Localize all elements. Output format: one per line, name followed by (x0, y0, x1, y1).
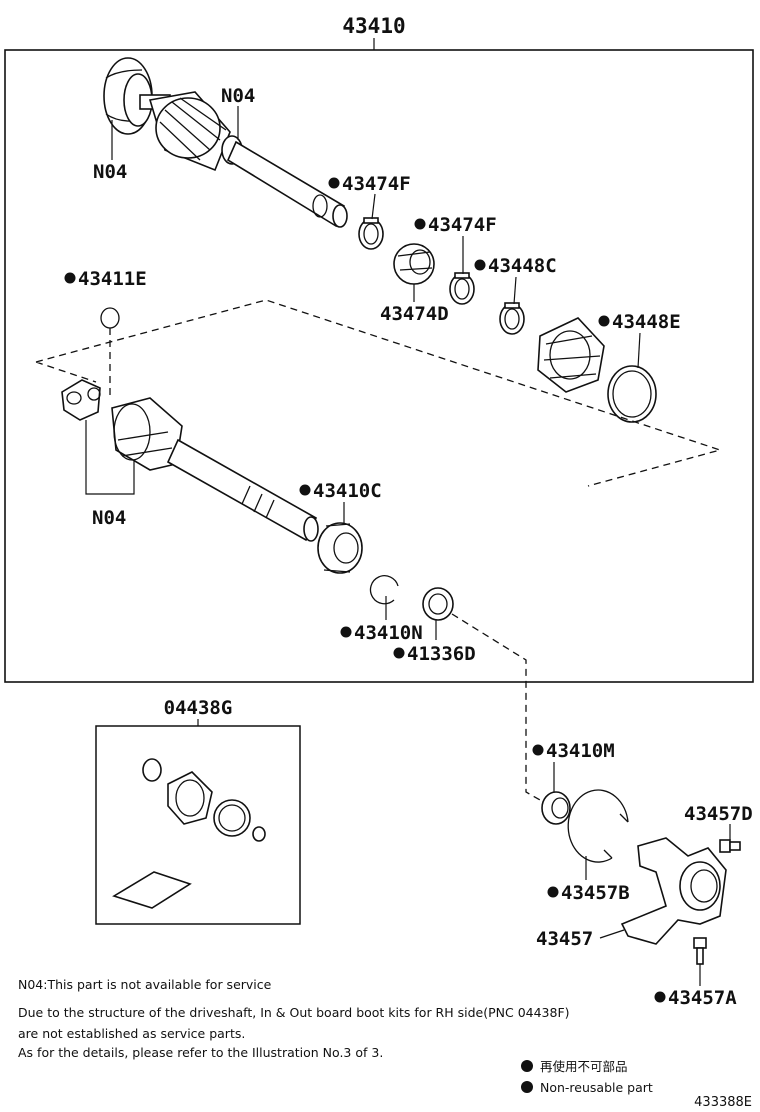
snap-ring-43410n[interactable] (369, 575, 399, 605)
legend-dot-jp (521, 1060, 533, 1072)
label-n04-c[interactable]: N04 (92, 507, 126, 529)
clamp-43448c[interactable] (499, 302, 525, 335)
clamp-43474f-a[interactable] (358, 217, 384, 250)
bolt-43457a[interactable] (693, 937, 707, 965)
label-43474d[interactable]: 43474D (380, 303, 449, 325)
label-43457b[interactable]: 43457B (561, 882, 630, 904)
label-43410n[interactable]: 43410N (354, 622, 423, 644)
note-line2: Due to the structure of the driveshaft, … (18, 1005, 570, 1020)
label-n04-a[interactable]: N04 (221, 85, 255, 107)
label-43457[interactable]: 43457 (536, 928, 593, 950)
note-line3: are not established as service parts. (18, 1026, 245, 1041)
assembly-frame (4, 49, 754, 683)
snap-ring-43411e[interactable] (100, 307, 120, 329)
subassembly-region (35, 299, 723, 487)
kit-label[interactable]: 04438G (164, 697, 233, 719)
inboard-shaft[interactable] (166, 438, 319, 542)
outer-boot[interactable] (537, 317, 605, 393)
band-43448e[interactable] (607, 365, 657, 423)
bolt-43457d[interactable] (719, 839, 741, 853)
outboard-shaft[interactable] (226, 140, 348, 228)
label-41336d[interactable]: 41336D (407, 643, 476, 665)
label-43457a[interactable]: 43457A (668, 987, 737, 1009)
legend-en: Non-reusable part (540, 1080, 653, 1095)
clamp-43474f-b[interactable] (449, 272, 475, 305)
inboard-housing[interactable] (111, 397, 183, 471)
bearing-43410m[interactable] (541, 791, 571, 825)
tripod-joint[interactable] (61, 379, 101, 421)
label-43474f-a[interactable]: 43474F (342, 173, 411, 195)
legend-jp: 再使用不可部品 (540, 1059, 628, 1074)
assembly-label[interactable]: 43410 (342, 14, 405, 38)
label-n04-b[interactable]: N04 (93, 161, 127, 183)
note-line4: As for the details, please refer to the … (18, 1045, 383, 1060)
label-43410m[interactable]: 43410M (546, 740, 615, 762)
label-43410c[interactable]: 43410C (313, 480, 382, 502)
label-43448c[interactable]: 43448C (488, 255, 557, 277)
label-43411e[interactable]: 43411E (78, 268, 147, 290)
snap-ring-43457b[interactable] (567, 789, 629, 863)
label-43457d[interactable]: 43457D (684, 803, 753, 825)
bearing-43410c[interactable] (317, 522, 363, 574)
seal-41336d[interactable] (422, 587, 454, 621)
nonreusable-mark (328, 177, 340, 189)
note-n04: N04:This part is not available for servi… (18, 977, 272, 992)
label-43448e[interactable]: 43448E (612, 311, 681, 333)
kit-box (95, 725, 301, 925)
label-43474f-b[interactable]: 43474F (428, 214, 497, 236)
bracket-43457[interactable] (620, 837, 727, 945)
illustration-id: 433388E (694, 1095, 752, 1110)
inner-boot-43474d[interactable] (393, 243, 435, 285)
kit-contents[interactable] (112, 758, 266, 909)
outboard-joint[interactable] (103, 57, 243, 172)
legend-dot-en (521, 1081, 533, 1093)
